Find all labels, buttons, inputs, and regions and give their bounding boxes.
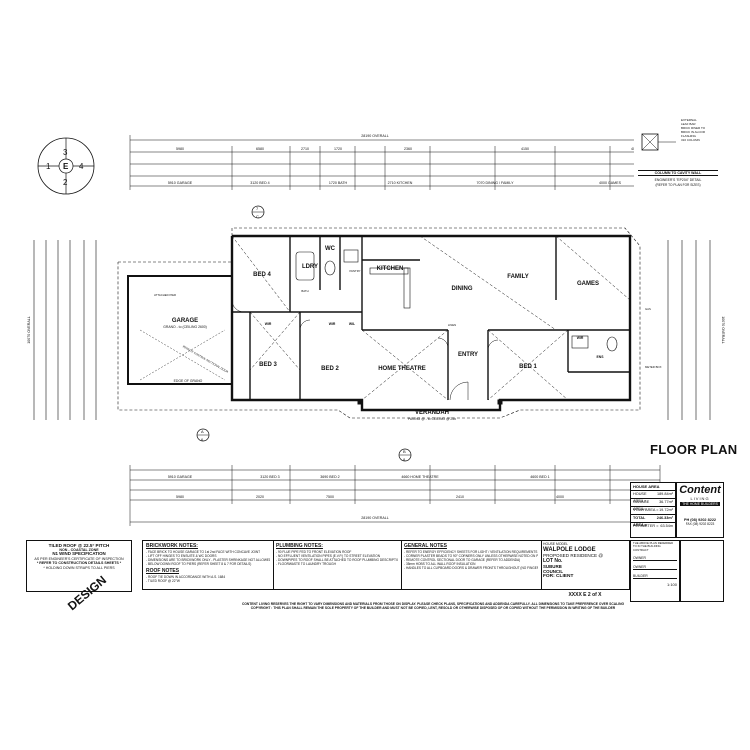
svg-text:2360: 2360 [404,147,412,151]
room-bed2: BED 2 [321,366,339,372]
svg-text:5910 GARAGE: 5910 GARAGE [168,475,193,479]
column-detail-box: EXTERNAL LEAF BAR BRICK RISER TO BRICK I… [634,116,718,190]
svg-text:LINEN: LINEN [448,323,456,327]
scale: 1:100 [666,582,677,588]
perimeter-row: PERIMETER =63.54m [633,524,673,528]
room-bed4: BED 4 [253,272,271,278]
svg-text:3120 BED 4: 3120 BED 4 [250,181,269,185]
svg-text:PANTRY: PANTRY [349,269,360,273]
room-wc: WC [325,246,336,252]
section-mark-c: C [256,214,259,219]
area-table: HOUSE AREA HOUSE AREA =189.84m² GARAGE A… [630,482,676,538]
drawing-number: XXXX E 2 of X [568,592,602,598]
section-markers [196,205,412,462]
room-kitchen: KITCHEN [377,266,404,272]
room-verandah: VERANDAH [415,410,449,416]
brickwork-notes: BRICKWORK NOTES: - FACE BRICK TO HOUSE G… [143,541,274,589]
room-garage: GARAGE [172,318,198,324]
svg-text:4600 BED 1: 4600 BED 1 [530,475,549,479]
compass-rose: E 3 4 2 1 [37,137,95,195]
svg-text:3690 BED 2: 3690 BED 2 [320,475,339,479]
compass-center: E [63,162,69,171]
room-family: FAMILY [507,274,528,280]
room-bed1: BED 1 [519,364,537,370]
overall-bottom-dim: 28190 OVERALL [361,516,389,520]
room-games: GAMES [577,281,599,287]
roof-notes-title: TILED ROOF @ 22.5° PITCH [48,543,110,548]
section-mark-b: B [403,449,406,454]
svg-text:METER BOX: METER BOX [645,365,662,369]
general-notes: GENERAL NOTES - REFER TO ENERGY EFFICIEN… [401,541,542,589]
compass-w: 1 [46,162,51,171]
svg-text:1720 BATH: 1720 BATH [329,181,348,185]
svg-text:ATTACHED PIER: ATTACHED PIER [154,293,176,297]
svg-text:5980: 5980 [176,495,184,499]
svg-text:6: 6 [201,437,204,442]
room-dining: DINING [452,286,473,292]
svg-text:7070 DINING / FAMILY: 7070 DINING / FAMILY [476,181,514,185]
area-row: GARAGE AREA =36.77m² [631,500,675,511]
svg-text:BATH: BATH [301,289,308,293]
svg-text:4000: 4000 [556,495,564,499]
compass-e: 4 [79,162,84,171]
notes-strip: BRICKWORK NOTES: - FACE BRICK TO HOUSE G… [142,540,630,590]
svg-text:6580: 6580 [256,147,264,151]
svg-text:5980: 5980 [176,147,184,151]
overall-left-dim: 10070 OVERALL [27,316,31,344]
svg-text:4150: 4150 [521,147,529,151]
copyright-strip: CONTENT LIVING RESERVES THE RIGHT TO VAR… [142,602,724,616]
svg-text:5910 GARAGE: 5910 GARAGE [168,181,193,185]
svg-text:7: 7 [256,206,259,211]
signature-block: THE ABOVE PLAN REFERRED TO IN THE BUILDI… [630,540,680,602]
svg-text:WIR: WIR [577,336,584,340]
area-row: V'DAH AREA =19.72m² [631,507,675,515]
svg-text:1720: 1720 [334,147,342,151]
svg-text:2020: 2020 [256,495,264,499]
detail-caption: COLUMN TO CAVITY WALL [638,170,718,176]
room-labels: GARAGE GRANO - to (CEILING 2600) BED 4 L… [163,246,599,421]
overall-top-dim: 28190 OVERALL [361,134,389,138]
section-mark-a: A [201,429,204,434]
room-home-theatre: HOME THEATRE [378,366,426,372]
brand-block: Content LIVING THE HOME BUILDERS PH (08)… [676,482,724,538]
room-ldry: LDRY [302,264,318,270]
svg-text:4660 HOME THEATRE: 4660 HOME THEATRE [401,475,439,479]
svg-text:8: 8 [403,457,406,462]
svg-text:EDGE OF GRANO: EDGE OF GRANO [174,379,203,383]
plumbing-notes: PLUMBING NOTES: - 90 FLUE PIPE FED TO FR… [273,541,402,589]
overall-right-dim: 10070 OVERALL [721,316,725,344]
svg-text:2710: 2710 [301,147,309,151]
svg-text:REMOTE CONTROL SECTIONAL DOOR: REMOTE CONTROL SECTIONAL DOOR [182,344,229,373]
svg-text:ENS: ENS [597,355,605,359]
compass-s: 2 [63,178,68,187]
svg-text:2410: 2410 [456,495,464,499]
revision-block [680,540,724,602]
section-labels: 7 C A 6 B 8 [201,206,406,462]
room-garage-sub: GRANO - to (CEILING 2600) [163,325,207,329]
area-row: HOUSE AREA =189.84m² [631,492,675,503]
column-detail-drawing [641,133,676,151]
svg-text:3120 BED 3: 3120 BED 3 [260,475,279,479]
house-model-block: HOUSE MODEL WALPOLE LODGE PROPOSED RESID… [541,541,631,589]
room-verandah-sub: PAVING @ - to CEILING @ 25o [408,417,456,421]
svg-text:WIR: WIR [329,322,336,326]
compass-n: 3 [63,148,68,157]
svg-text:WIR: WIR [265,322,272,326]
svg-text:WIL: WIL [349,322,355,326]
house-model-name: WALPOLE LODGE [543,547,596,553]
detail-caption-2: ENGINEER'S "EP204" DETAIL [654,178,702,182]
brand-logo: Content [679,484,721,496]
svg-text:GAS: GAS [645,307,651,311]
roof-wind-notes: TILED ROOF @ 22.5° PITCH NON - COASTAL Z… [26,540,132,592]
room-entry: ENTRY [458,352,478,358]
room-bed3: BED 3 [259,362,277,368]
sheet-title: FLOOR PLAN [650,442,738,457]
detail-caption-3: (REFER TO PLAN FOR SIZES) [655,183,701,187]
svg-text:7500: 7500 [326,495,334,499]
area-row: TOTAL AREA =246.33m² [631,516,675,527]
svg-text:4000 GAMES: 4000 GAMES [599,181,622,185]
svg-text:2710 KITCHEN: 2710 KITCHEN [388,181,413,185]
